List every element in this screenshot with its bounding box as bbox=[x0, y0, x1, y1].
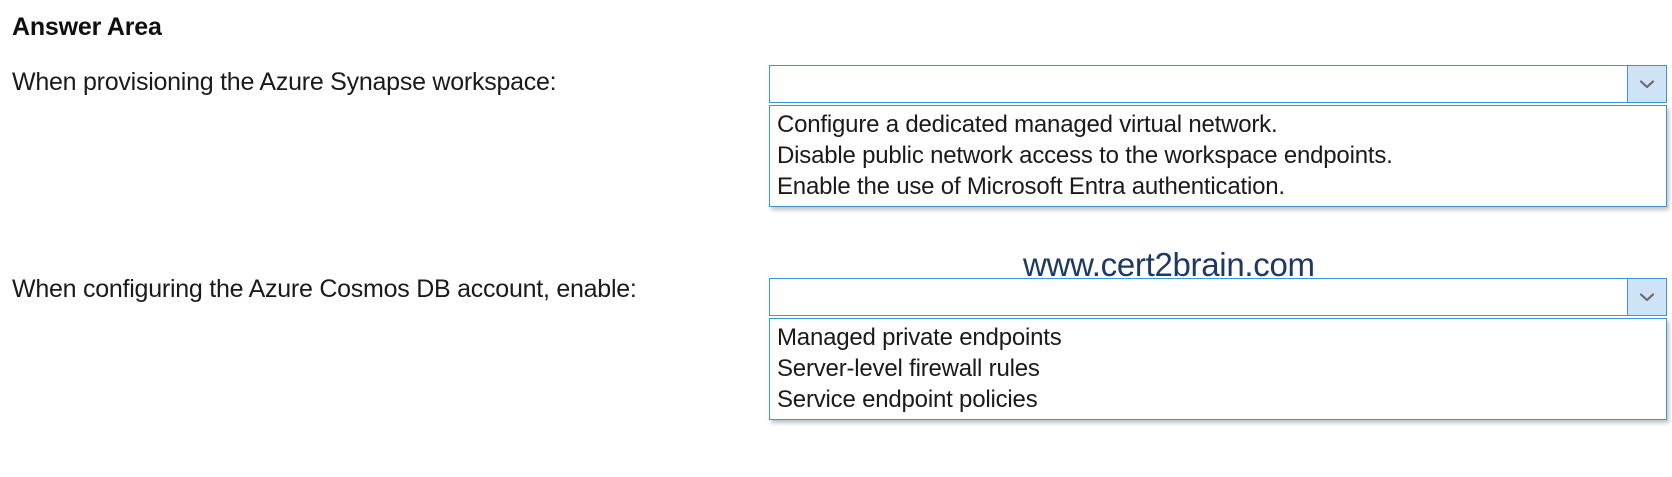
list-item[interactable]: Enable the use of Microsoft Entra authen… bbox=[770, 171, 1666, 202]
cosmos-dropdown-toggle-button[interactable] bbox=[1627, 279, 1666, 315]
page-title: Answer Area bbox=[12, 13, 162, 41]
list-item[interactable]: Service endpoint policies bbox=[770, 384, 1666, 415]
dropdown-group-synapse: Configure a dedicated managed virtual ne… bbox=[769, 65, 1667, 207]
cosmos-dropdown-options-list: Managed private endpoints Server-level f… bbox=[769, 318, 1667, 420]
chevron-down-icon bbox=[1638, 291, 1656, 303]
question-label-synapse: When provisioning the Azure Synapse work… bbox=[12, 68, 557, 96]
cosmos-db-dropdown[interactable] bbox=[769, 278, 1667, 316]
dropdown-group-cosmos: Managed private endpoints Server-level f… bbox=[769, 278, 1667, 420]
list-item[interactable]: Managed private endpoints bbox=[770, 322, 1666, 353]
synapse-dropdown-toggle-button[interactable] bbox=[1627, 66, 1666, 102]
list-item[interactable]: Configure a dedicated managed virtual ne… bbox=[770, 109, 1666, 140]
synapse-workspace-dropdown[interactable] bbox=[769, 65, 1667, 103]
question-label-cosmos: When configuring the Azure Cosmos DB acc… bbox=[12, 275, 637, 303]
list-item[interactable]: Server-level firewall rules bbox=[770, 353, 1666, 384]
list-item[interactable]: Disable public network access to the wor… bbox=[770, 140, 1666, 171]
synapse-dropdown-options-list: Configure a dedicated managed virtual ne… bbox=[769, 105, 1667, 207]
chevron-down-icon bbox=[1638, 78, 1656, 90]
synapse-workspace-dropdown-value[interactable] bbox=[770, 66, 1627, 102]
cosmos-db-dropdown-value[interactable] bbox=[770, 279, 1627, 315]
